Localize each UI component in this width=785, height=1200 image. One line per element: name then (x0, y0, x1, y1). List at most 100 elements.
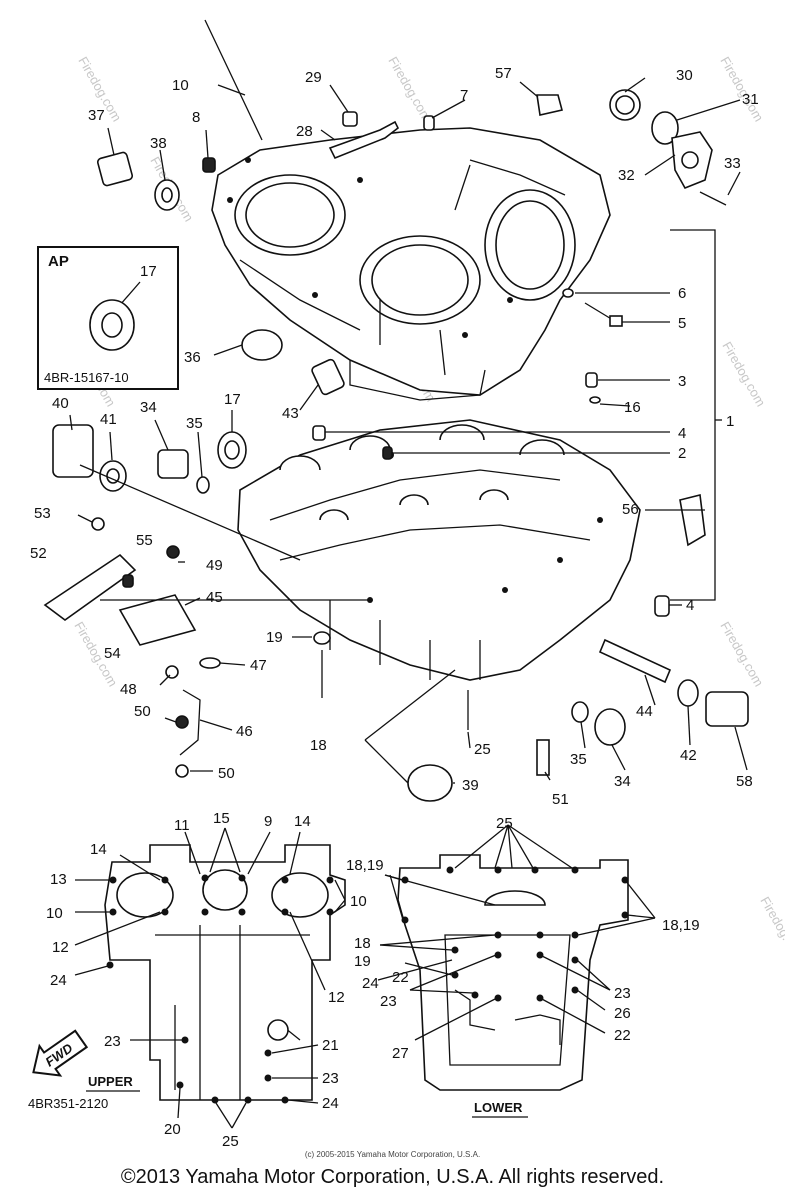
callout-37: 37 (88, 107, 105, 124)
lower-label-24: 24 (362, 975, 379, 992)
upper-label-24b: 24 (322, 1095, 339, 1112)
upper-label-21: 21 (322, 1037, 339, 1054)
callout-34: 34 (140, 399, 157, 416)
fwd-arrow-icon: FWD (32, 1029, 89, 1077)
callout-38: 38 (150, 135, 167, 152)
lower-label-23b: 23 (614, 985, 631, 1002)
upper-label-23a: 23 (104, 1033, 121, 1050)
callout-4: 4 (678, 425, 686, 442)
lower-label-23a: 23 (380, 993, 397, 1010)
callout-47: 47 (250, 657, 267, 674)
upper-title: UPPER (88, 1074, 133, 1089)
callout-32: 32 (618, 167, 635, 184)
upper-label-12b: 12 (328, 989, 345, 1006)
callout-6: 6 (678, 285, 686, 302)
upper-label-10a: 10 (46, 905, 63, 922)
callout-52: 52 (30, 545, 47, 562)
callout-28: 28 (296, 123, 313, 140)
callout-18: 18 (310, 737, 327, 754)
upper-label-20: 20 (164, 1121, 181, 1138)
watermark: Firedog.com (385, 54, 434, 124)
lower-label-18-19a: 18,19 (346, 857, 384, 874)
copyright-notice: ©2013 Yamaha Motor Corporation, U.S.A. A… (120, 1166, 665, 1188)
callout-50-lower: 50 (218, 765, 235, 782)
callout-58: 58 (736, 773, 753, 790)
callout-54: 54 (104, 645, 121, 662)
upper-label-23b: 23 (322, 1070, 339, 1087)
lower-label-26: 26 (614, 1005, 631, 1022)
lower-label-25: 25 (496, 815, 513, 832)
callout-49: 49 (206, 557, 223, 574)
callout-39: 39 (462, 777, 479, 794)
callout-30: 30 (676, 67, 693, 84)
callout-41: 41 (100, 411, 117, 428)
lower-sequence-diagram: LOWER 25 18,19 18,19 18 19 24 22 23 23 2… (346, 815, 700, 1118)
callout-48: 48 (120, 681, 137, 698)
callout-8: 8 (192, 109, 200, 126)
callout-3: 3 (678, 373, 686, 390)
callout-51: 51 (552, 791, 569, 808)
upper-label-25: 25 (222, 1133, 239, 1150)
watermark: Firedog.com (717, 619, 766, 689)
callout-10: 10 (172, 77, 189, 94)
callout-46: 46 (236, 723, 253, 740)
lower-label-22a: 22 (392, 969, 409, 986)
watermark: Firedog.com (757, 894, 785, 964)
upper-label-14b: 14 (294, 813, 311, 830)
lower-label-27: 27 (392, 1045, 409, 1062)
callout-56: 56 (622, 501, 639, 518)
callout-42: 42 (680, 747, 697, 764)
upper-label-14a: 14 (90, 841, 107, 858)
upper-code: 4BR351-2120 (28, 1096, 108, 1111)
callout-35: 35 (186, 415, 203, 432)
upper-label-13: 13 (50, 871, 67, 888)
callout-17: 17 (224, 391, 241, 408)
upper-crankcase (211, 127, 611, 401)
callout-55: 55 (136, 532, 153, 549)
callout-31: 31 (742, 91, 759, 108)
lower-label-19: 19 (354, 953, 371, 970)
callout-labels: 10 29 57 30 31 37 8 7 28 38 33 32 6 5 36… (30, 65, 759, 808)
inset-part-number: 17 (140, 263, 157, 280)
small-copyright: (c) 2005-2015 Yamaha Motor Corporation, … (304, 1150, 481, 1159)
callout-7: 7 (460, 87, 468, 104)
callout-40: 40 (52, 395, 69, 412)
upper-label-9: 9 (264, 813, 272, 830)
inset-label: AP (48, 253, 69, 270)
lower-crankcase (237, 419, 641, 681)
callout-25: 25 (474, 741, 491, 758)
callout-43: 43 (282, 405, 299, 422)
upper-label-12a: 12 (52, 939, 69, 956)
lower-label-22b: 22 (614, 1027, 631, 1044)
callout-1: 1 (726, 413, 734, 430)
callout-57: 57 (495, 65, 512, 82)
callout-36: 36 (184, 349, 201, 366)
lower-label-18: 18 (354, 935, 371, 952)
small-parts (43, 19, 749, 802)
leader-lines (69, 77, 748, 784)
upper-label-24a: 24 (50, 972, 67, 989)
callout-29: 29 (305, 69, 322, 86)
upper-label-15: 15 (213, 810, 230, 827)
callout-19: 19 (266, 629, 283, 646)
callout-35-lower: 35 (570, 751, 587, 768)
lower-title: LOWER (474, 1100, 523, 1115)
upper-sequence-diagram: FWD UPPER 4BR351-2120 15 11 9 14 14 13 1… (28, 810, 367, 1150)
callout-16: 16 (624, 399, 641, 416)
callout-50: 50 (134, 703, 151, 720)
inset-ap: AP 17 4BR-15167-10 (37, 246, 179, 390)
watermark: Firedog.com (717, 54, 766, 124)
callout-45: 45 (206, 589, 223, 606)
inset-code: 4BR-15167-10 (44, 370, 129, 385)
lower-label-18-19b: 18,19 (662, 917, 700, 934)
callout-4-lower: 4 (686, 597, 694, 614)
callout-44: 44 (636, 703, 653, 720)
upper-label-10b: 10 (350, 893, 367, 910)
callout-53: 53 (34, 505, 51, 522)
watermark: Firedog.com (719, 339, 768, 409)
callout-5: 5 (678, 315, 686, 332)
callout-34-lower: 34 (614, 773, 631, 790)
upper-label-11: 11 (174, 817, 190, 834)
callout-33: 33 (724, 155, 741, 172)
